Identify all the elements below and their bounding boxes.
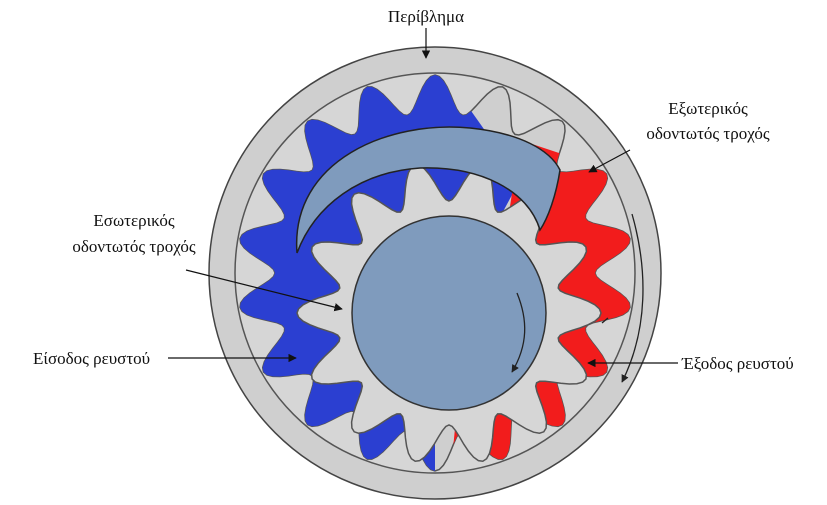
- housing-label: Περίβλημα: [388, 7, 464, 26]
- fluid-outlet-label: Έξοδος ρευστού: [681, 354, 794, 373]
- inner-gear-label-line1: Εσωτερικός: [93, 211, 174, 230]
- inner-gear-hub: [352, 216, 546, 410]
- outer-gear-label-line2: οδοντωτός τροχός: [646, 124, 770, 143]
- fluid-inlet-label: Είσοδος ρευστού: [33, 349, 150, 368]
- outer-gear-label-line1: Εξωτερικός: [668, 99, 748, 118]
- inner-gear-label-line2: οδοντωτός τροχός: [72, 237, 196, 256]
